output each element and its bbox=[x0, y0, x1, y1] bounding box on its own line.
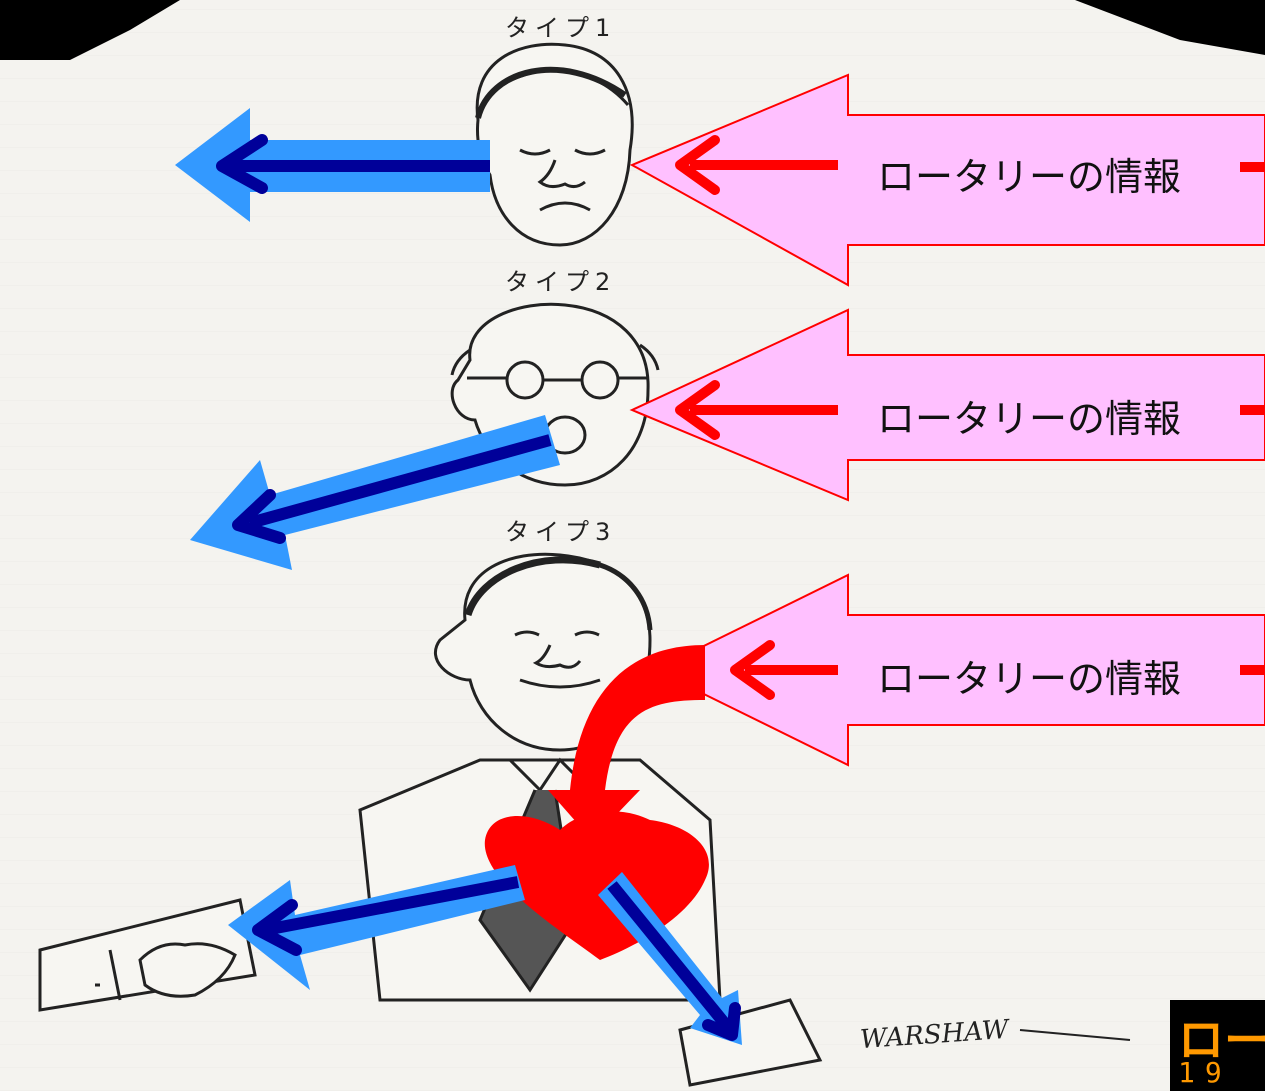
info-arrow-1 bbox=[629, 73, 1265, 287]
corner-badge: ロー 19 bbox=[1170, 1000, 1265, 1091]
info-arrow-2 bbox=[629, 308, 1265, 502]
person-1-face bbox=[475, 42, 634, 247]
corner-badge-title: ロー bbox=[1178, 1013, 1265, 1067]
red-curved-arrow bbox=[548, 645, 705, 840]
info-label-1: ロータリーの情報 bbox=[877, 155, 1182, 199]
type-label-1: タイプ1 bbox=[505, 14, 617, 42]
blue-arrow-3 bbox=[228, 865, 525, 990]
type-label-3: タイプ3 bbox=[505, 518, 617, 546]
info-label-2: ロータリーの情報 bbox=[877, 397, 1182, 441]
info-label-3: ロータリーの情報 bbox=[877, 657, 1182, 701]
top-right-wedge bbox=[1075, 0, 1265, 55]
corner-badge-number: 19 bbox=[1178, 1056, 1232, 1089]
blue-arrow-2 bbox=[190, 415, 560, 570]
blue-arrow-1 bbox=[175, 108, 490, 222]
type-label-2: タイプ2 bbox=[505, 268, 617, 296]
info-arrow-3 bbox=[652, 573, 1265, 767]
blue-arrow-4 bbox=[598, 872, 742, 1045]
top-left-wedge bbox=[0, 0, 180, 60]
